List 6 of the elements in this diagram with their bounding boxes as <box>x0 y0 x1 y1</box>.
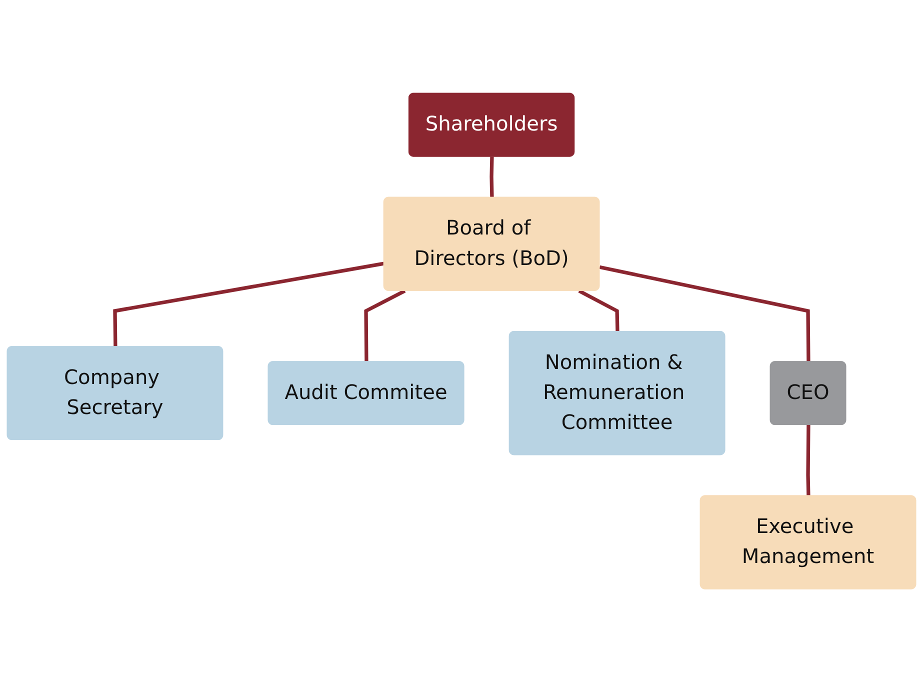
connector <box>578 289 620 332</box>
connector <box>113 262 385 347</box>
connector <box>364 289 406 362</box>
connector <box>806 424 810 496</box>
connector <box>599 265 810 362</box>
connector <box>490 156 494 198</box>
